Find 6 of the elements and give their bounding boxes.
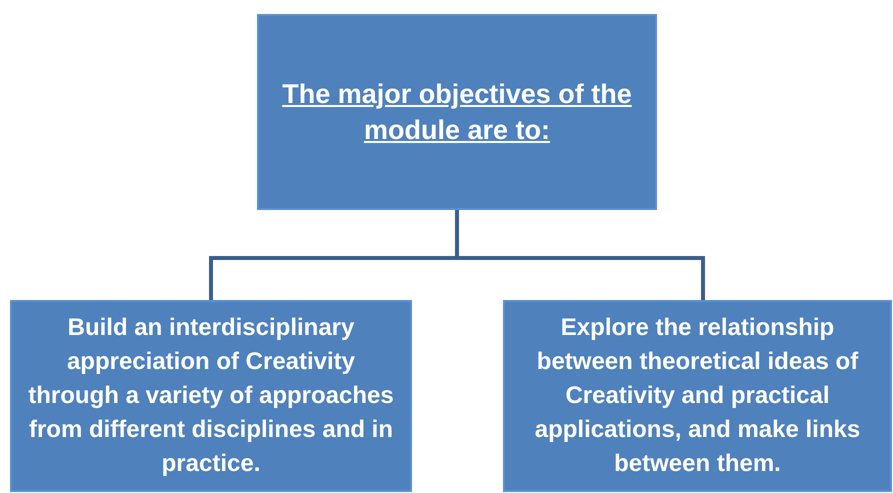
text-box: [503, 300, 892, 492]
box-text: Build an interdisciplinary appreciation of Creativity through a variety of approaches from different disciplines and in practice.: [27, 313, 395, 479]
box-text: Explore the relationship between theoretical ideas of Creativity and practical applications, and make links between them.: [534, 313, 862, 479]
text-box: [257, 14, 657, 210]
text-box: [10, 300, 412, 492]
box-text: The major objectives of the module are to:: [281, 78, 633, 147]
